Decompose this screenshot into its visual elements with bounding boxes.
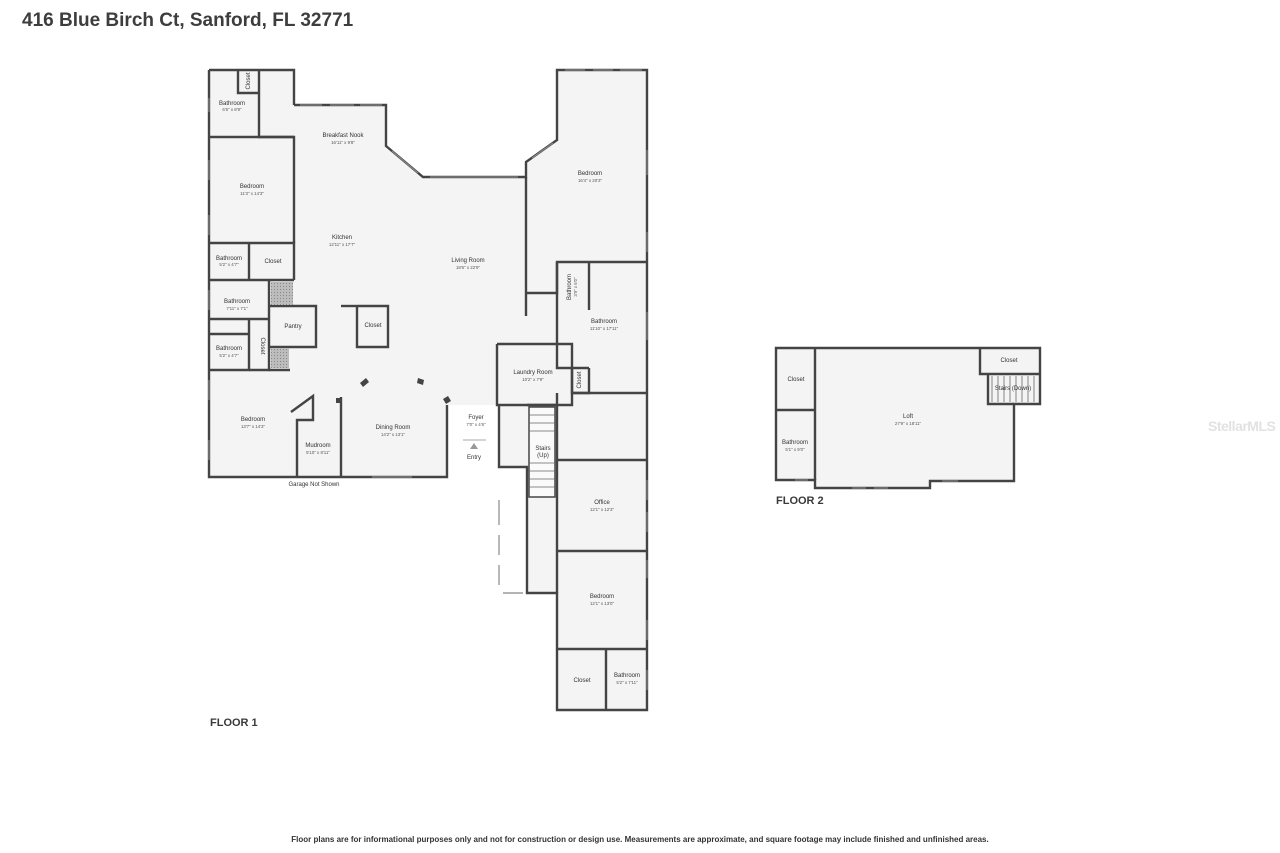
room-dimensions: 16'11" x 9'8" bbox=[331, 140, 355, 145]
room-label: Pantry bbox=[284, 324, 301, 330]
room-dimensions: 16'4" x 20'3" bbox=[578, 178, 603, 183]
hatched-shaft-1 bbox=[271, 282, 293, 305]
room-label: Stairs (Down) bbox=[995, 386, 1031, 392]
room-dimensions: 5'2" x 4'7" bbox=[219, 262, 239, 267]
room-label: Bathroom bbox=[567, 274, 573, 300]
disclaimer-text: Floor plans are for informational purpos… bbox=[291, 835, 989, 844]
room-dimensions: 6'5" x 8'9" bbox=[222, 107, 242, 112]
stairs-up-steps bbox=[528, 406, 556, 498]
room-label: Office bbox=[594, 500, 610, 506]
room-label: Bedroom bbox=[578, 171, 602, 177]
hatched-shaft-2 bbox=[271, 348, 289, 368]
room-label: Closet bbox=[787, 377, 804, 383]
floor-1-room-labels: Closet Bathroom 6'5" x 8'9" Breakfast No… bbox=[216, 72, 640, 685]
room-dimensions: 7'11" x 7'1" bbox=[226, 306, 248, 311]
room-label: Closet bbox=[364, 323, 381, 329]
floor-1-label: FLOOR 1 bbox=[210, 717, 258, 729]
floor-1-fill bbox=[209, 70, 647, 710]
room-dimensions: 12'1" x 12'3" bbox=[590, 507, 615, 512]
room-label: Closet bbox=[259, 337, 265, 354]
room-label: Bathroom bbox=[782, 440, 808, 446]
entry-label: Entry bbox=[467, 455, 481, 461]
room-dimensions: 12'1" x 13'0" bbox=[590, 601, 615, 606]
room-dimensions: 5'2" x 4'7" bbox=[219, 353, 239, 358]
room-label: Kitchen bbox=[332, 235, 352, 241]
room-dimensions: 14'2" x 13'1" bbox=[381, 432, 406, 437]
room-label: Closet bbox=[246, 72, 252, 89]
watermark: StellarMLS bbox=[1208, 418, 1276, 434]
garage-note: Garage Not Shown bbox=[288, 482, 339, 488]
room-label: Bathroom bbox=[219, 101, 245, 107]
room-label: Closet bbox=[264, 259, 281, 265]
room-dimensions: 27'9" x 18'11" bbox=[895, 421, 922, 426]
room-dimensions: 7'0" x 4'6" bbox=[466, 422, 486, 427]
room-label: Bathroom bbox=[216, 256, 242, 262]
room-dimensions: 11'3" x 14'3" bbox=[240, 191, 264, 196]
floor-2-label: FLOOR 2 bbox=[776, 495, 824, 507]
page-title: 416 Blue Birch Ct, Sanford, FL 32771 bbox=[22, 10, 354, 31]
room-label: Bedroom bbox=[240, 184, 264, 190]
room-label: Foyer bbox=[468, 415, 483, 421]
room-label: Living Room bbox=[451, 258, 484, 264]
room-dimensions: (Up) bbox=[537, 453, 549, 459]
floor-1-plan: Closet Bathroom 6'5" x 8'9" Breakfast No… bbox=[207, 68, 649, 729]
room-label: Bathroom bbox=[216, 346, 242, 352]
room-label: Bathroom bbox=[591, 319, 617, 325]
room-label: Laundry Room bbox=[513, 370, 552, 376]
entry-marker-icon bbox=[470, 443, 478, 449]
floor-2-room-labels: Closet Closet Stairs (Down) Loft 27'9" x… bbox=[782, 358, 1031, 452]
room-dimensions: 5'1" x 9'0" bbox=[785, 447, 805, 452]
room-dimensions: 12'11" x 17'7" bbox=[329, 242, 356, 247]
room-dimensions: 10'2" x 7'9" bbox=[522, 377, 544, 382]
room-dimensions: 5'2" x 7'11" bbox=[616, 680, 638, 685]
room-dimensions: 3'9" x 6'0" bbox=[573, 277, 578, 297]
room-dimensions: 5'10" x 8'11" bbox=[306, 450, 330, 455]
room-label: Mudroom bbox=[305, 443, 330, 449]
room-dimensions: 11'10" x 17'11" bbox=[590, 326, 619, 331]
dining-room-markers bbox=[336, 378, 451, 404]
room-label: Closet bbox=[1000, 358, 1017, 364]
stairs-down-steps bbox=[991, 376, 1035, 402]
room-dimensions: 18'6" x 22'9" bbox=[456, 265, 481, 270]
room-label: Loft bbox=[903, 414, 913, 420]
room-label: Breakfast Nook bbox=[322, 133, 364, 139]
room-dimensions: 13'7" x 14'3" bbox=[241, 424, 266, 429]
floor-2-fill bbox=[776, 348, 1040, 488]
room-label: Bathroom bbox=[614, 673, 640, 679]
floor-2-plan: Closet Closet Stairs (Down) Loft 27'9" x… bbox=[774, 346, 1042, 507]
room-label: Bedroom bbox=[241, 417, 265, 423]
room-label: Stairs bbox=[535, 446, 550, 452]
room-label: Closet bbox=[577, 371, 583, 388]
room-label: Closet bbox=[573, 678, 590, 684]
room-label: Bathroom bbox=[224, 299, 250, 305]
room-label: Bedroom bbox=[590, 594, 614, 600]
room-label: Dining Room bbox=[376, 425, 411, 431]
